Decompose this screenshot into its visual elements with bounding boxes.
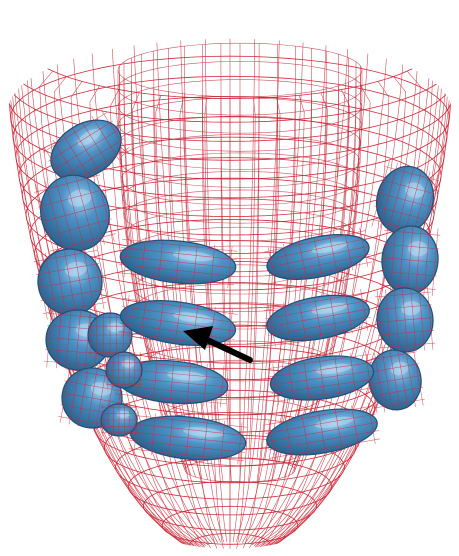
fiber-ellipsoid xyxy=(379,224,441,297)
fiber-ellipsoid xyxy=(101,404,137,436)
fiber-ellipsoid xyxy=(106,352,142,388)
fiber-ellipsoids xyxy=(32,108,441,465)
fiber-ellipsoid xyxy=(374,286,435,355)
fiber-ellipsoid xyxy=(32,167,117,258)
fiber-ellipsoid xyxy=(268,350,377,406)
